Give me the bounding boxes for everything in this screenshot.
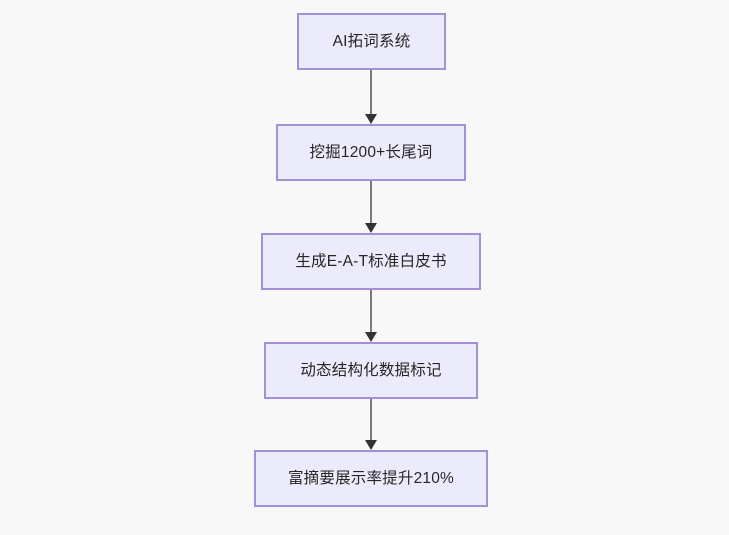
edge-line: [370, 290, 372, 333]
flow-node-label: 动态结构化数据标记: [300, 361, 442, 379]
edge-line: [370, 181, 372, 224]
flow-node-2[interactable]: 挖掘1200+长尾词: [276, 124, 466, 181]
flow-node-4[interactable]: 动态结构化数据标记: [264, 342, 478, 399]
flow-edge: [364, 70, 378, 124]
flow-edge: [364, 290, 378, 342]
flow-edge: [364, 181, 378, 233]
arrowhead-icon: [365, 440, 377, 450]
flow-edge: [364, 399, 378, 450]
flow-node-label: 挖掘1200+长尾词: [309, 143, 433, 161]
arrowhead-icon: [365, 114, 377, 124]
arrowhead-icon: [365, 223, 377, 233]
flow-node-label: 富摘要展示率提升210%: [287, 469, 455, 487]
edge-line: [370, 399, 372, 441]
flow-node-label: AI拓词系统: [332, 32, 411, 50]
flow-node-1[interactable]: AI拓词系统: [297, 13, 446, 70]
flow-node-3[interactable]: 生成E-A-T标准白皮书: [261, 233, 481, 290]
arrowhead-icon: [365, 332, 377, 342]
flow-node-label: 生成E-A-T标准白皮书: [295, 252, 447, 270]
flow-node-5[interactable]: 富摘要展示率提升210%: [254, 450, 488, 507]
edge-line: [370, 70, 372, 115]
